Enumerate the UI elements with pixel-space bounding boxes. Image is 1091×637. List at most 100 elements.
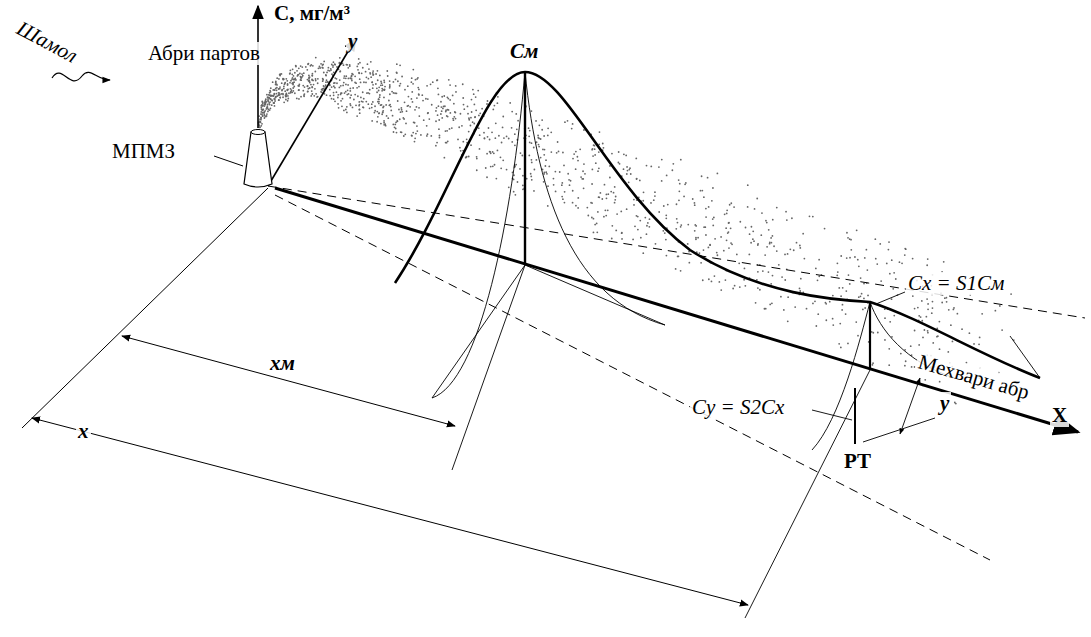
- plume-dot: [606, 194, 608, 196]
- plume-dot: [269, 109, 271, 111]
- plume-dot: [728, 222, 730, 224]
- plume-dot: [838, 287, 840, 289]
- plume-dot: [453, 116, 455, 118]
- plume-dot: [599, 131, 601, 133]
- plume-dot: [927, 303, 929, 305]
- plume-dot: [343, 64, 345, 66]
- plume-dot: [838, 343, 840, 345]
- plume-dot: [278, 92, 280, 94]
- plume-dot: [761, 212, 763, 214]
- plume-dot: [531, 110, 533, 112]
- plume-dot: [418, 94, 420, 96]
- plume-dot: [736, 254, 738, 256]
- plume-dot: [273, 102, 275, 104]
- plume-dot: [351, 75, 353, 77]
- plume-dot: [628, 181, 630, 183]
- plume-dot: [489, 151, 491, 153]
- plume-dot: [446, 115, 448, 117]
- plume-dot: [708, 278, 710, 280]
- plume-dot: [688, 262, 690, 264]
- plume-dot: [678, 255, 680, 257]
- plume-dot: [392, 124, 394, 126]
- plume-dot: [865, 249, 867, 251]
- plume-dot: [448, 79, 450, 81]
- plume-dot: [635, 158, 637, 160]
- plume-dot: [273, 89, 275, 91]
- plume-dot: [263, 112, 265, 114]
- plume-dot: [620, 210, 622, 212]
- plume-dot: [749, 233, 751, 235]
- stack-symbol: [244, 132, 272, 187]
- plume-dot: [349, 97, 351, 99]
- plume-dot: [770, 237, 772, 239]
- plume-dot: [289, 73, 291, 75]
- plume-dot: [442, 107, 444, 109]
- plume-dot: [307, 91, 309, 93]
- plume-dot: [711, 280, 713, 282]
- plume-dot: [858, 296, 860, 298]
- plume-dot: [614, 199, 616, 201]
- plume-dot: [802, 233, 804, 235]
- plume-dot: [381, 84, 383, 86]
- plume-dot: [279, 74, 281, 76]
- plume-dot: [284, 83, 286, 85]
- plume-dot: [597, 211, 599, 213]
- plume-dot: [338, 87, 340, 89]
- plume-dot: [283, 88, 285, 90]
- plume-dot: [260, 121, 262, 123]
- wind-label: Шамол: [11, 16, 83, 69]
- plume-dot: [338, 107, 340, 109]
- plume-dot: [695, 225, 697, 227]
- plume-dot: [884, 339, 886, 341]
- plume-dot: [538, 144, 540, 146]
- plume-dot: [362, 101, 364, 103]
- plume-dot: [658, 166, 660, 168]
- plume-dot: [728, 247, 730, 249]
- plume-dot: [755, 302, 757, 304]
- plume-dot: [416, 125, 418, 127]
- plume-dot: [349, 88, 351, 90]
- plume-dot: [411, 91, 413, 93]
- plume-dot: [705, 234, 707, 236]
- plume-dot: [531, 159, 533, 161]
- plume-dot: [876, 263, 878, 265]
- plume-dot: [320, 63, 322, 65]
- plume-dot: [768, 271, 770, 273]
- plume-dot: [787, 296, 789, 298]
- plume-dot: [337, 103, 339, 105]
- plume-dot: [454, 111, 456, 113]
- plume-dot: [406, 110, 408, 112]
- plume-dot: [322, 67, 324, 69]
- plume-dot: [357, 95, 359, 97]
- plume-dot: [699, 252, 701, 254]
- plume-dot: [611, 238, 613, 240]
- plume-dot: [678, 179, 680, 181]
- plume-dot: [273, 102, 275, 104]
- plume-dot: [302, 90, 304, 92]
- plume-dot: [268, 97, 270, 99]
- plume-dot: [426, 125, 428, 127]
- plume-dot: [921, 320, 923, 322]
- plume-dot: [500, 156, 502, 158]
- plume-dot: [637, 229, 639, 231]
- plume-dot: [533, 147, 535, 149]
- plume-dot: [939, 348, 941, 350]
- plume-dot: [598, 167, 600, 169]
- plume-dot: [591, 169, 593, 171]
- plume-dot: [427, 133, 429, 135]
- plume-dot: [269, 101, 271, 103]
- plume-dot: [378, 99, 380, 101]
- plume-dot: [474, 116, 476, 118]
- plume-dot: [259, 118, 261, 120]
- plume-dot: [375, 83, 377, 85]
- plume-dot: [904, 254, 906, 256]
- plume-dot: [308, 77, 310, 79]
- plume-dot: [415, 133, 417, 135]
- plume-dot: [304, 86, 306, 88]
- plume-dot: [888, 241, 890, 243]
- plume-dot: [380, 81, 382, 83]
- plume-dot: [540, 157, 542, 159]
- plume-dot: [1010, 293, 1012, 295]
- plume-dot: [271, 100, 273, 102]
- plume-dot: [395, 79, 397, 81]
